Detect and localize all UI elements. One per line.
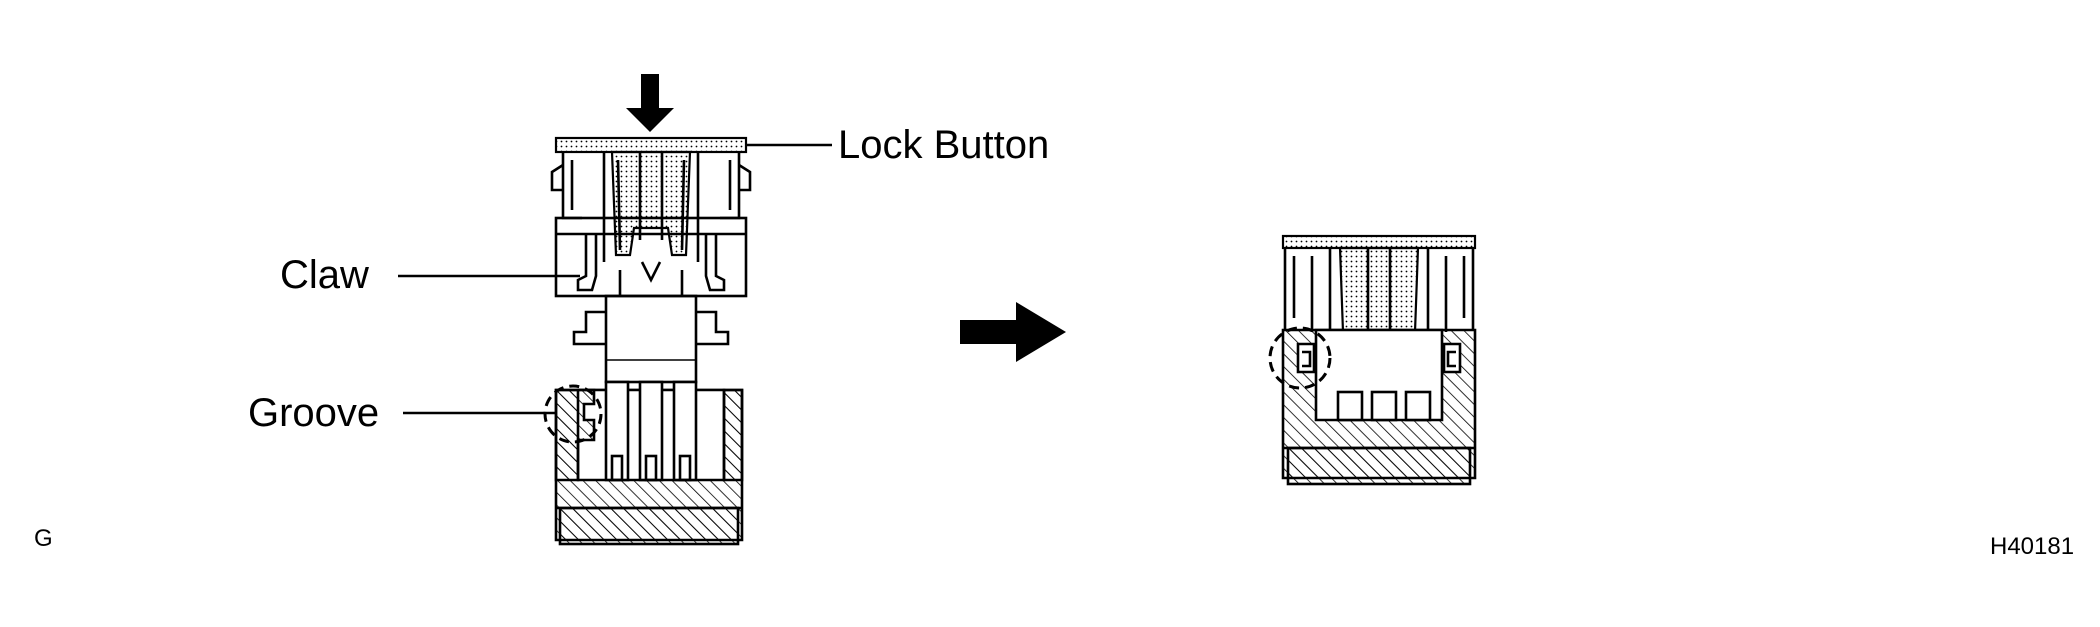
right-arrow-icon — [960, 302, 1066, 362]
before-lock-assembly: Lock Button Claw Groove — [248, 74, 1049, 546]
connector-neck — [572, 294, 730, 384]
lock-button-label: Lock Button — [838, 123, 1049, 167]
claw-label: Claw — [280, 253, 369, 297]
lock-button — [550, 136, 752, 283]
after-lock-assembly — [1268, 234, 1477, 486]
corner-code-left: G — [34, 525, 53, 552]
groove-label: Groove — [248, 391, 379, 435]
down-arrow-icon — [626, 74, 674, 132]
figure-code: H40181 — [1990, 533, 2074, 560]
socket-receptacle — [554, 380, 744, 546]
connector-housing — [554, 216, 748, 298]
engaged-claw-highlight-circle — [1268, 326, 1332, 390]
